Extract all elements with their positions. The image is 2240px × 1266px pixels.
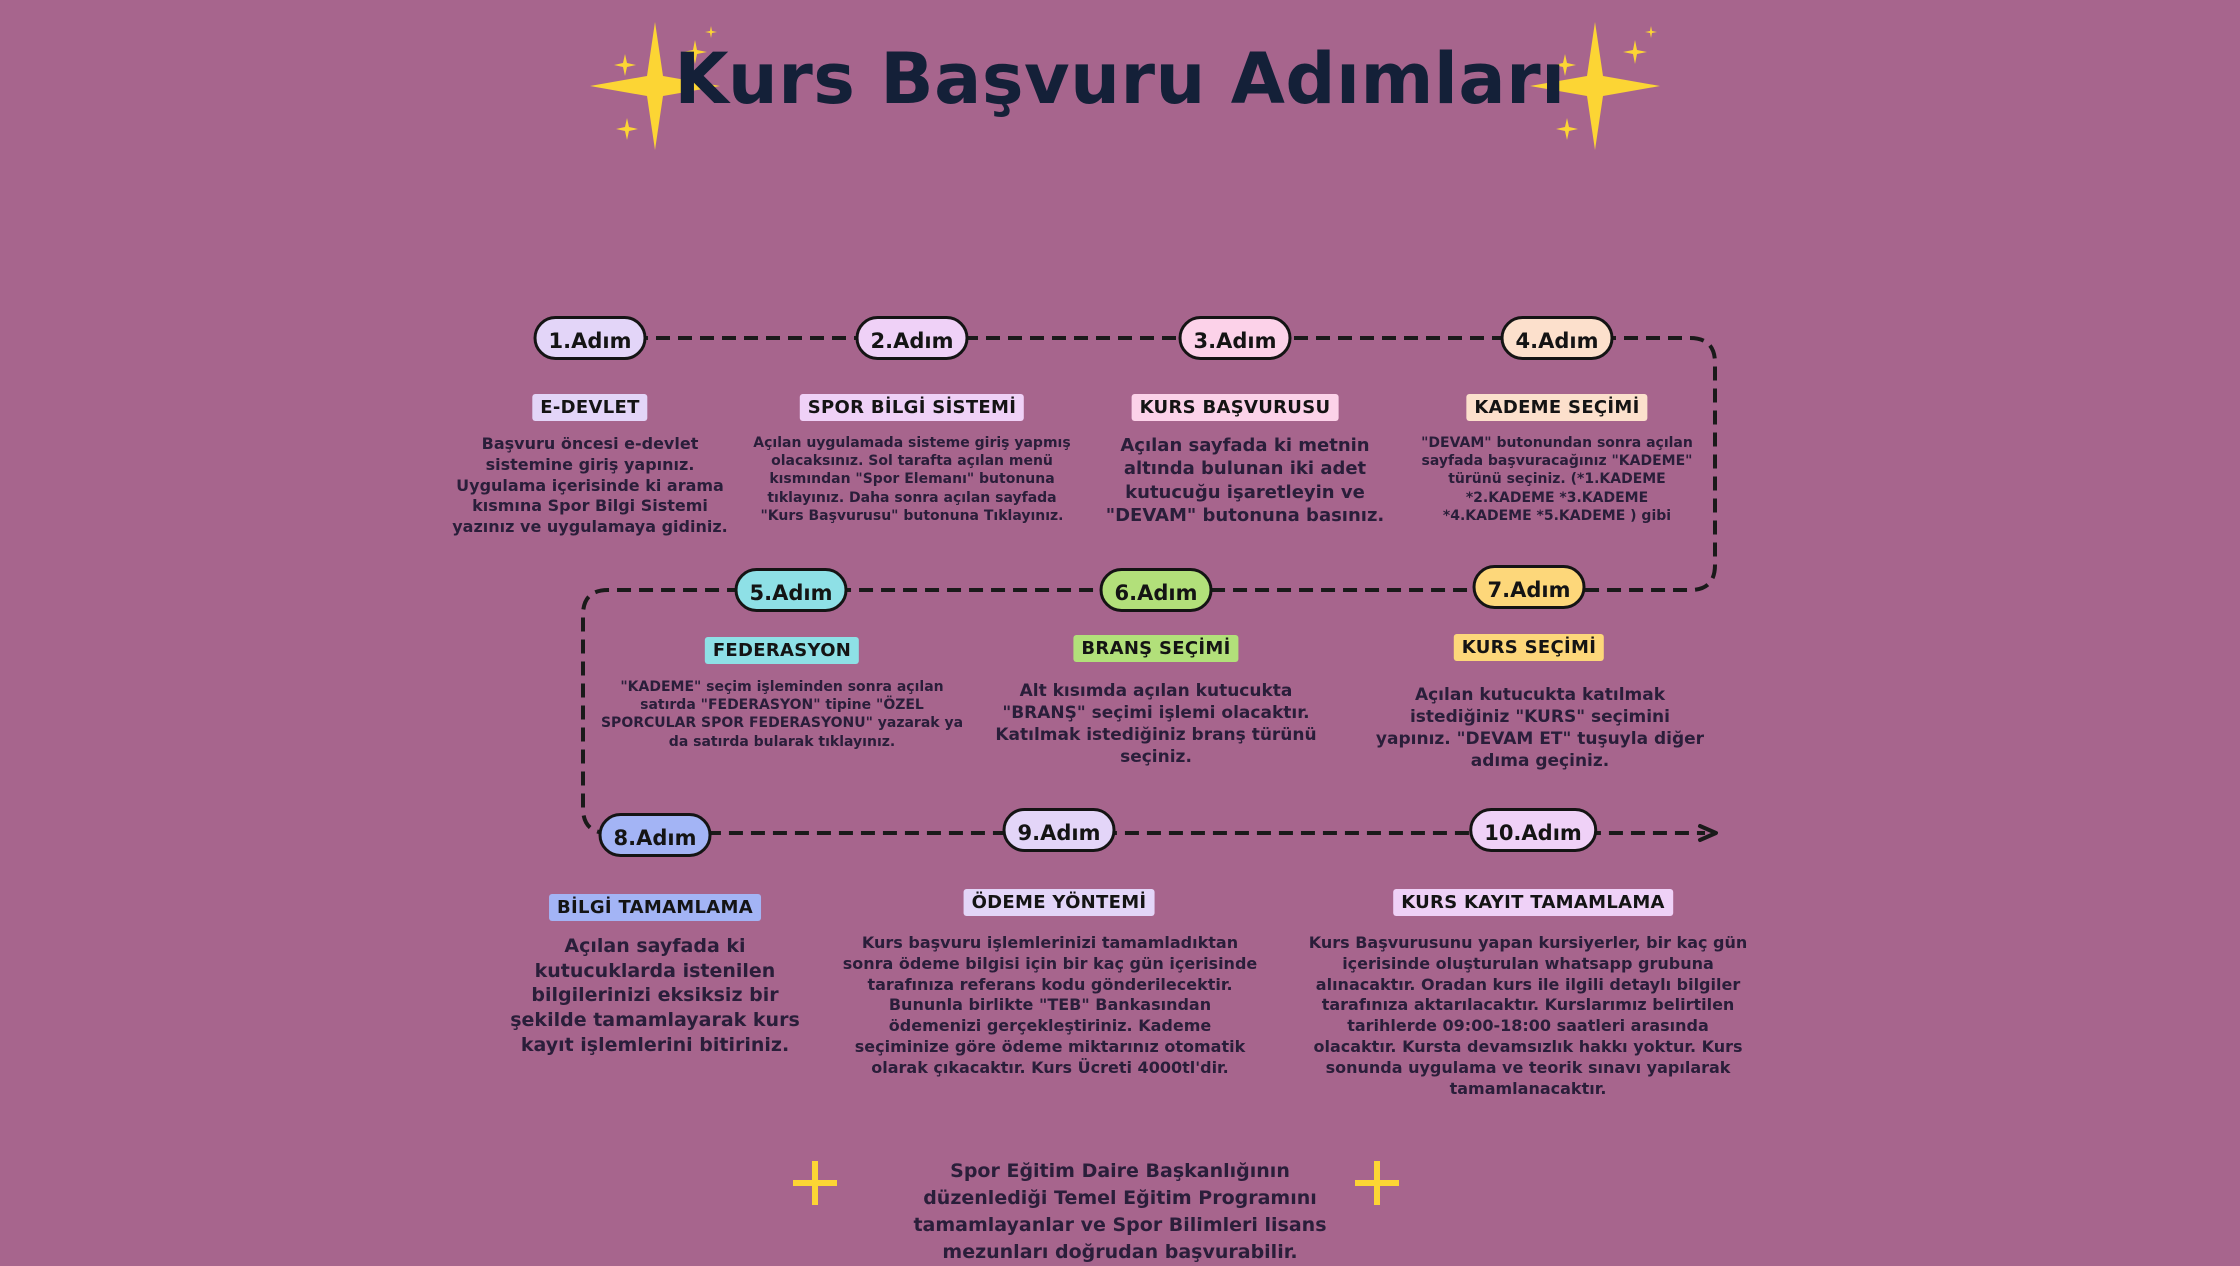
step-5-title: FEDERASYON: [704, 637, 860, 664]
step-10-badge: 10.Adım: [1469, 808, 1597, 852]
step-6-title: BRANŞ SEÇİMİ: [1073, 635, 1239, 662]
step-10-title: KURS KAYIT TAMAMLAMA: [1393, 889, 1673, 916]
step-3-title: KURS BAŞVURUSU: [1131, 394, 1339, 421]
step-7-title: KURS SEÇİMİ: [1453, 634, 1605, 661]
plus-right-icon: [1355, 1161, 1399, 1205]
step-7-description: Açılan kutucukta katılmak istediğiniz "K…: [1375, 685, 1705, 772]
step-1-title: E-DEVLET: [532, 394, 648, 421]
step-2-badge: 2.Adım: [855, 316, 969, 360]
step-8-badge: 8.Adım: [598, 813, 712, 857]
step-4-description: "DEVAM" butonundan sonra açılan sayfada …: [1421, 435, 1693, 524]
step-6-badge: 6.Adım: [1099, 568, 1213, 612]
step-3-description: Açılan sayfada ki metnin altında bulunan…: [1105, 435, 1385, 527]
step-10-description: Kurs Başvurusunu yapan kursiyerler, bir …: [1308, 933, 1748, 1098]
step-8-description: Açılan sayfada ki kutucuklarda istenilen…: [510, 935, 800, 1056]
step-2-title: SPOR BİLGİ SİSTEMİ: [799, 394, 1025, 421]
step-4-badge: 4.Adım: [1500, 316, 1614, 360]
footer-note-text: Spor Eğitim Daire Başkanlığının düzenled…: [913, 1160, 1327, 1263]
plus-left-icon: [793, 1161, 837, 1205]
step-1-description: Başvuru öncesi e-devlet sistemine giriş …: [452, 434, 728, 537]
step-5-badge: 5.Adım: [734, 568, 848, 612]
sparkle-left-icon: [590, 22, 720, 150]
step-1-badge: 1.Adım: [533, 316, 647, 360]
step-7-badge: 7.Adım: [1472, 565, 1586, 609]
step-4-title: KADEME SEÇİMİ: [1466, 394, 1648, 421]
step-6-description: Alt kısımda açılan kutucukta "BRANŞ" seç…: [995, 681, 1317, 768]
step-9-badge: 9.Adım: [1002, 808, 1116, 852]
step-9-description: Kurs başvuru işlemlerinizi tamamladıktan…: [842, 933, 1258, 1077]
page-title: Kurs Başvuru Adımları: [674, 38, 1566, 120]
step-8-title: BİLGİ TAMAMLAMA: [549, 894, 761, 921]
sparkle-right-icon: [1530, 22, 1660, 150]
step-9-title: ÖDEME YÖNTEMİ: [963, 889, 1155, 916]
step-2-description: Açılan uygulamada sisteme giriş yapmış o…: [753, 435, 1071, 524]
step-3-badge: 3.Adım: [1178, 316, 1292, 360]
footer-note: Spor Eğitim Daire Başkanlığının düzenled…: [0, 1158, 2240, 1266]
step-5-description: "KADEME" seçim işleminden sonra açılan s…: [600, 679, 964, 750]
